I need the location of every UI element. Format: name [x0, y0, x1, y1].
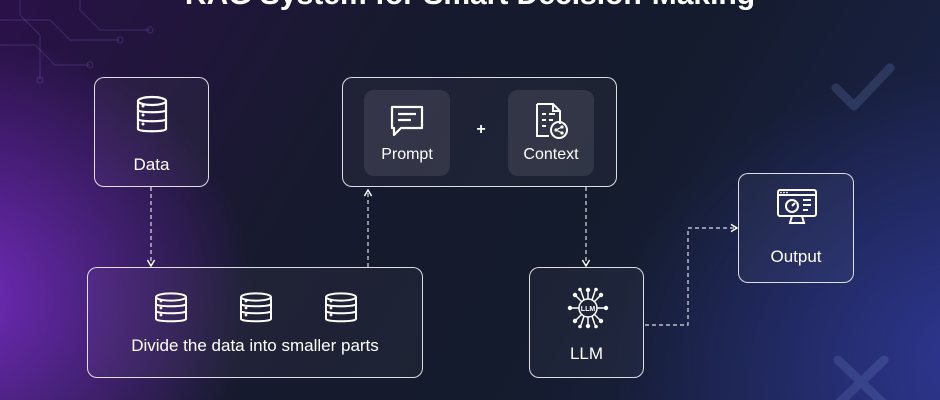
llm-label: LLM: [569, 344, 604, 363]
divide-data-label: Divide the data into smaller parts: [131, 336, 379, 355]
arrow-llm-to-output: [645, 223, 739, 326]
data-node-label: Data: [133, 155, 170, 174]
monitor-gauge-icon: [776, 188, 818, 226]
database-icon: [237, 292, 275, 324]
prompt-card[interactable]: Prompt: [364, 90, 450, 176]
context-card[interactable]: Context: [508, 90, 594, 176]
database-icon: [152, 292, 190, 324]
llm-icon-text: LLM: [581, 306, 596, 313]
prompt-label: Prompt: [381, 146, 433, 163]
database-icon: [133, 95, 171, 135]
prompt-context-node[interactable]: Prompt + Context: [342, 77, 617, 187]
divide-data-node[interactable]: Divide the data into smaller parts: [87, 267, 423, 378]
neural-network-icon: LLM: [566, 286, 610, 330]
chat-message-icon: [389, 104, 425, 138]
document-share-icon: [533, 102, 569, 140]
plus-sign: +: [476, 121, 486, 138]
database-icon: [322, 292, 360, 324]
data-node[interactable]: Data: [94, 77, 209, 187]
diagram-title: RAG System for Smart Decision-Making: [0, 0, 940, 12]
output-node[interactable]: Output: [738, 173, 854, 283]
llm-node[interactable]: LLM LLM: [529, 267, 644, 378]
context-label: Context: [523, 146, 579, 163]
output-label: Output: [770, 247, 822, 266]
